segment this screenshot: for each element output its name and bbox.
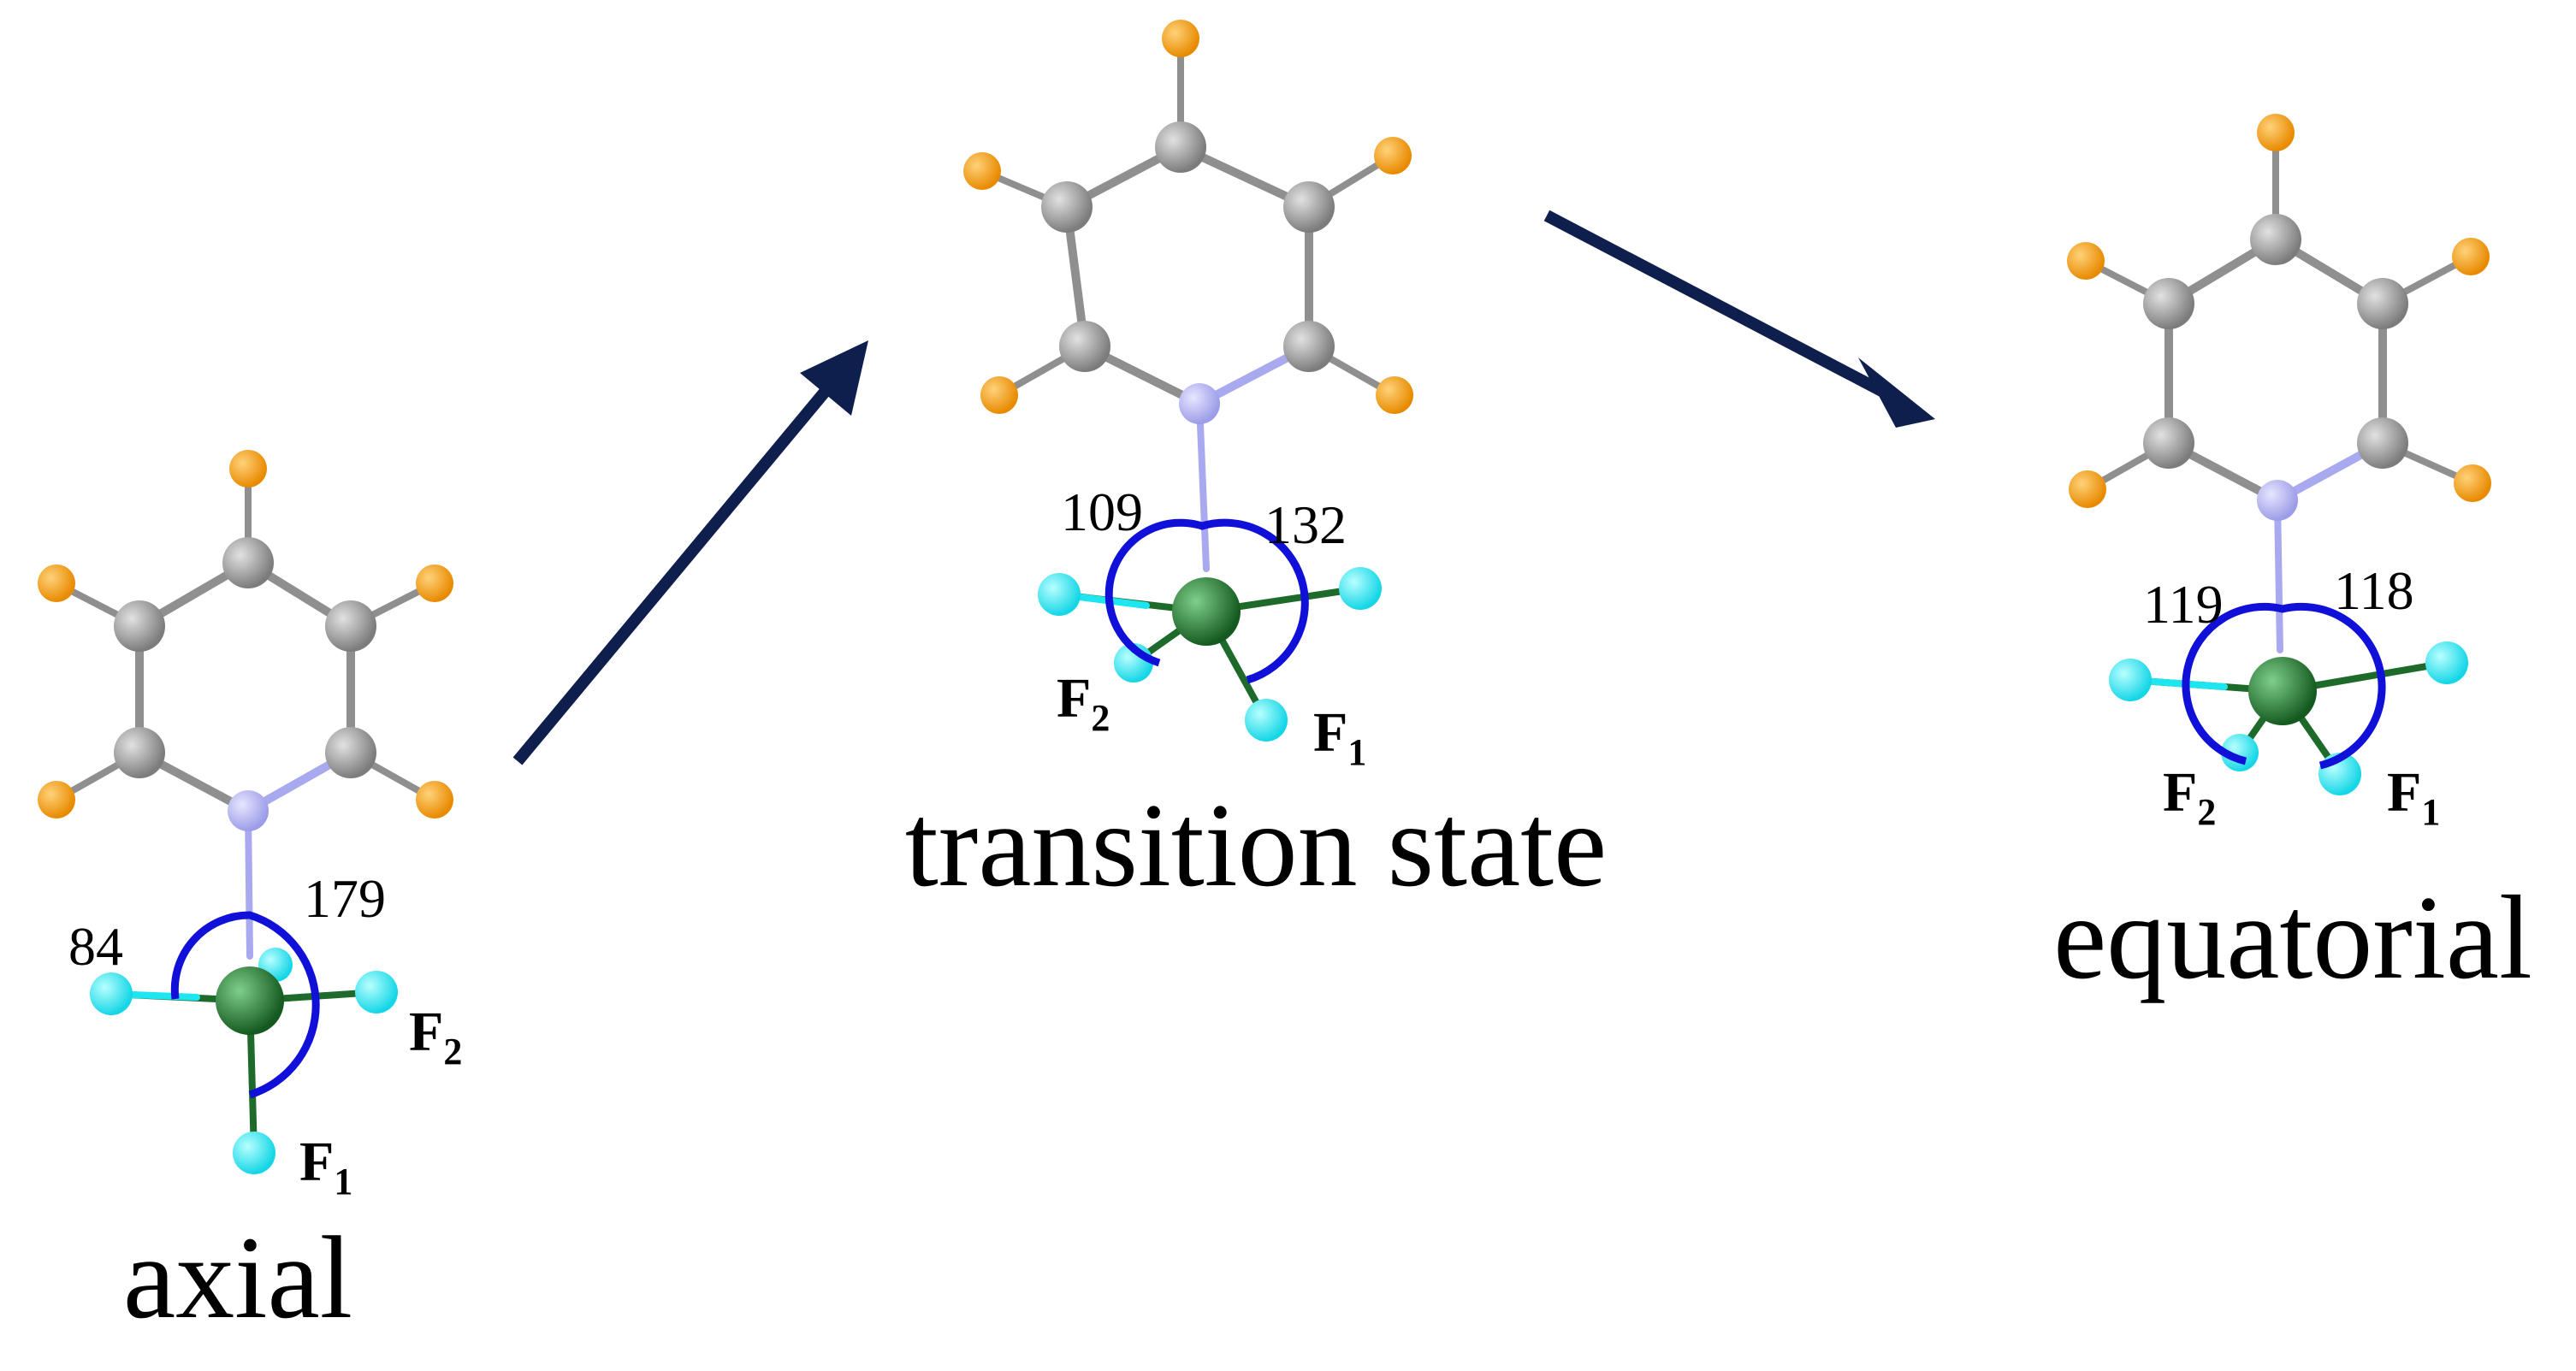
central-atom <box>216 966 284 1035</box>
substituent-atom <box>1162 20 1199 57</box>
fluorine-label-f1: F1 <box>299 1131 352 1203</box>
nitrogen-atom <box>228 790 269 831</box>
carbon-atom <box>1041 181 1093 233</box>
structure-axial: 84 179 F2 F1 axial <box>38 450 462 1343</box>
carbon-atom <box>1155 121 1206 173</box>
fluorine-label-f2: F2 <box>409 1001 462 1073</box>
nitrogen-atom <box>1179 383 1220 424</box>
caption-axial: axial <box>123 1212 352 1343</box>
angle-arc <box>1104 518 1309 684</box>
substituent-atom <box>38 781 75 818</box>
carbon-atom <box>114 600 165 652</box>
eq-atoms <box>2067 114 2491 795</box>
substituent-atom <box>2069 470 2106 508</box>
fluorine-atom <box>2425 641 2468 684</box>
carbon-atom <box>325 600 376 652</box>
fluorine-atom <box>90 972 133 1015</box>
angle-label-84: 84 <box>68 916 123 977</box>
carbon-atom <box>325 727 376 778</box>
nitrogen-atom <box>2257 480 2298 521</box>
fluorine-label-f2: F2 <box>2163 761 2216 833</box>
carbon-atom <box>2250 214 2301 265</box>
substituent-atom <box>2452 238 2490 275</box>
reaction-arrow-1 <box>512 340 868 765</box>
substituent-atom <box>229 450 267 488</box>
angle-label-118: 118 <box>2334 560 2414 621</box>
carbon-atom <box>1283 321 1335 372</box>
carbon-atom <box>1059 321 1110 372</box>
substituent-atom <box>1376 376 1413 414</box>
reaction-arrow-2 <box>1543 210 1935 428</box>
angle-label-132: 132 <box>1264 494 1347 555</box>
structure-transition-state: 109 132 F2 F1 transition state <box>905 20 1607 912</box>
fluorine-label-f1: F1 <box>2387 761 2440 833</box>
fluorine-atom-f1 <box>233 1132 275 1174</box>
carbon-atom <box>2143 278 2194 329</box>
caption-transition-state: transition state <box>905 779 1607 912</box>
angle-label-179: 179 <box>304 868 386 929</box>
substituent-atom <box>2067 242 2105 280</box>
angle-arc <box>2182 602 2386 770</box>
axial-atoms <box>38 450 453 1174</box>
carbon-atom <box>2357 417 2408 469</box>
fluorine-atom-f1 <box>1245 699 1288 742</box>
fluorine-atom-f2 <box>355 971 398 1013</box>
substituent-atom <box>416 564 453 602</box>
carbon-atom <box>2143 417 2194 469</box>
caption-equatorial: equatorial <box>2053 872 2532 1004</box>
substituent-atom <box>2454 464 2491 502</box>
fluorine-atom <box>1038 573 1081 616</box>
carbon-atom <box>114 727 165 778</box>
carbon-atom <box>222 537 274 588</box>
fluorine-label-f2: F2 <box>1057 667 1110 739</box>
angle-arc <box>170 911 320 1099</box>
fluorine-atom <box>1339 567 1382 610</box>
substituent-atom <box>38 564 75 602</box>
central-atom <box>1172 577 1241 646</box>
substituent-atom <box>416 781 453 818</box>
carbon-atom <box>2357 278 2408 329</box>
fluorine-atom-f2 <box>2221 734 2259 771</box>
substituent-atom <box>963 152 1001 190</box>
fluorine-label-f1: F1 <box>1313 701 1366 773</box>
carbon-atom <box>1283 181 1335 233</box>
substituent-atom <box>980 376 1018 414</box>
structure-equatorial: 119 118 F2 F1 equatorial <box>2053 114 2532 1004</box>
substituent-atom <box>2257 114 2295 151</box>
angle-label-119: 119 <box>2143 574 2224 635</box>
fluorine-atom <box>2109 659 2152 701</box>
angle-label-109: 109 <box>1061 482 1143 542</box>
central-atom <box>2248 657 2317 725</box>
substituent-atom <box>1374 137 1412 174</box>
